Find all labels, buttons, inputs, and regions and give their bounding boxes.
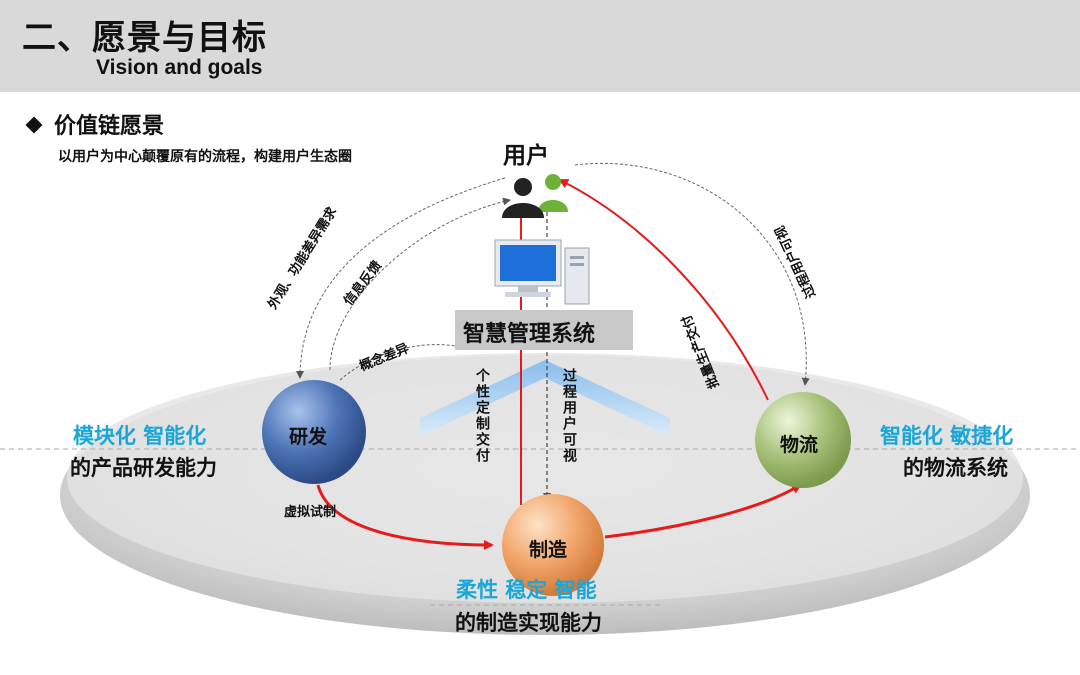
arrow-demand	[296, 177, 506, 379]
arrow-batch-delivery	[558, 179, 769, 401]
rnd-keywords: 模块化 智能化	[73, 424, 207, 448]
section-heading-text: 价值链愿景	[54, 114, 165, 139]
rnd-sphere	[262, 380, 366, 484]
manufacturing-capability: 的制造实现能力	[455, 611, 602, 635]
logistics-label: 物流	[780, 434, 819, 456]
arrow-process-right	[574, 163, 810, 386]
logistics-capability: 的物流系统	[903, 456, 1008, 480]
computer-icon	[494, 239, 590, 305]
label-custom-delivery: 个性定制交付	[474, 368, 490, 464]
rnd-label: 研发	[289, 426, 328, 448]
user-label: 用户	[503, 143, 549, 169]
logistics-keywords: 智能化 敏捷化	[880, 424, 1014, 448]
manufacturing-sphere	[502, 494, 604, 596]
page-subtitle: Vision and goals	[96, 56, 263, 79]
arrow-to-logistics	[604, 483, 802, 539]
section-heading: 价值链愿景	[25, 108, 165, 140]
label-process-visible-mid: 过程用户可视	[561, 368, 577, 464]
user-group-icon	[502, 174, 568, 218]
logistics-sphere	[755, 392, 851, 488]
manufacturing-label: 制造	[529, 539, 568, 561]
arrow-virtual-trial	[316, 484, 494, 550]
label-virtual-trial: 虚拟试制	[284, 505, 337, 520]
page-title: 二、愿景与目标	[22, 18, 267, 58]
system-label-box	[455, 310, 633, 350]
arrow-feedback	[329, 197, 511, 371]
rnd-capability: 的产品研发能力	[70, 456, 217, 480]
chevron-roof	[420, 360, 670, 436]
manufacturing-keywords: 柔性 稳定 智能	[456, 578, 597, 602]
section-tagline: 以用户为中心颠覆原有的流程，构建用户生态圈	[58, 149, 352, 165]
header-bar	[0, 0, 1080, 92]
system-label: 智慧管理系统	[463, 322, 596, 347]
